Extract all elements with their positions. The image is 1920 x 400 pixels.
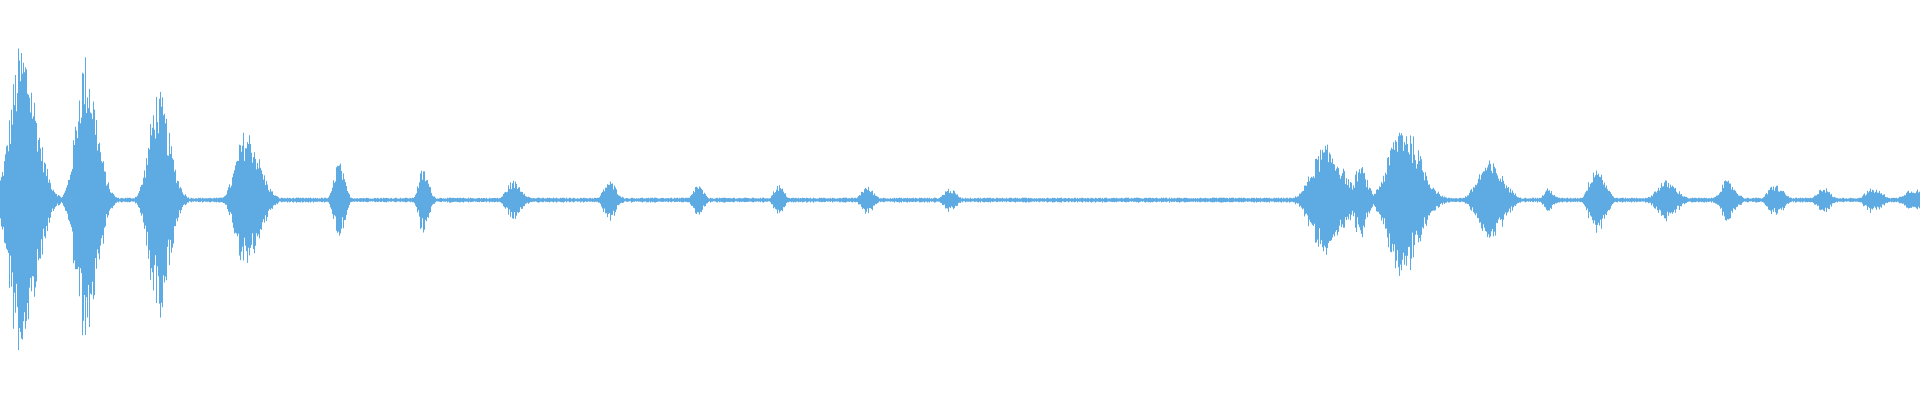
waveform-bars xyxy=(0,48,1920,350)
